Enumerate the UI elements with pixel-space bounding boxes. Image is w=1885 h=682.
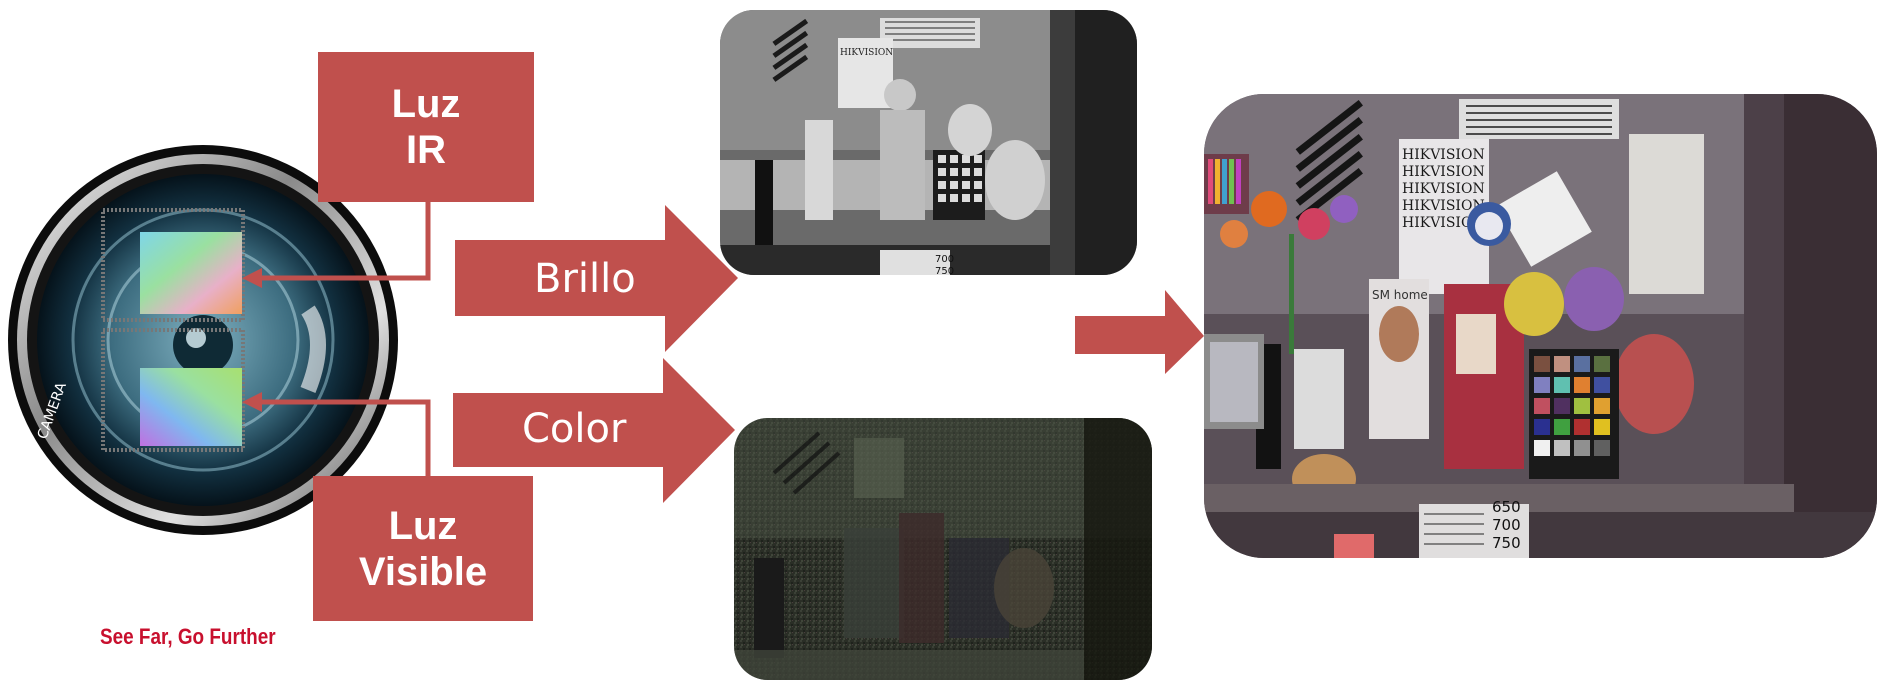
visible-color-image [734, 418, 1152, 680]
visible-sensor [140, 368, 242, 446]
result-scale-650: 650 [1492, 498, 1521, 516]
ir-scale-750: 750 [935, 266, 954, 275]
brightness-arrow-label: Brillo [534, 256, 636, 302]
ir-light-box: Luz IR [318, 52, 534, 202]
ir-box-line2: IR [406, 127, 446, 173]
ir-box-line1: Luz [392, 81, 461, 127]
result-scale-750: 750 [1492, 534, 1521, 552]
result-scale-700: 700 [1492, 516, 1521, 534]
visible-box-line1: Luz [389, 503, 458, 549]
visible-light-box: Luz Visible [313, 476, 533, 621]
visible-box-line2: Visible [359, 549, 487, 595]
ir-brightness-image: HIKVISION 700 750 [720, 10, 1137, 275]
result-book-text: SM home [1372, 288, 1428, 302]
merge-arrow [1075, 290, 1204, 374]
fused-result-image: HIKVISION HIKVISION HIKVISION HIKVISION … [1204, 94, 1877, 558]
ir-sign-text: HIKVISION [840, 48, 893, 58]
hik-line-3: HIKVISION [1402, 181, 1485, 197]
hik-line-1: HIKVISION [1402, 147, 1485, 163]
color-arrow-label: Color [522, 406, 626, 452]
hik-line-2: HIKVISION [1402, 164, 1485, 180]
ir-sensor [140, 232, 242, 314]
ir-scale-700: 700 [935, 254, 954, 265]
tagline: See Far, Go Further [100, 624, 276, 650]
